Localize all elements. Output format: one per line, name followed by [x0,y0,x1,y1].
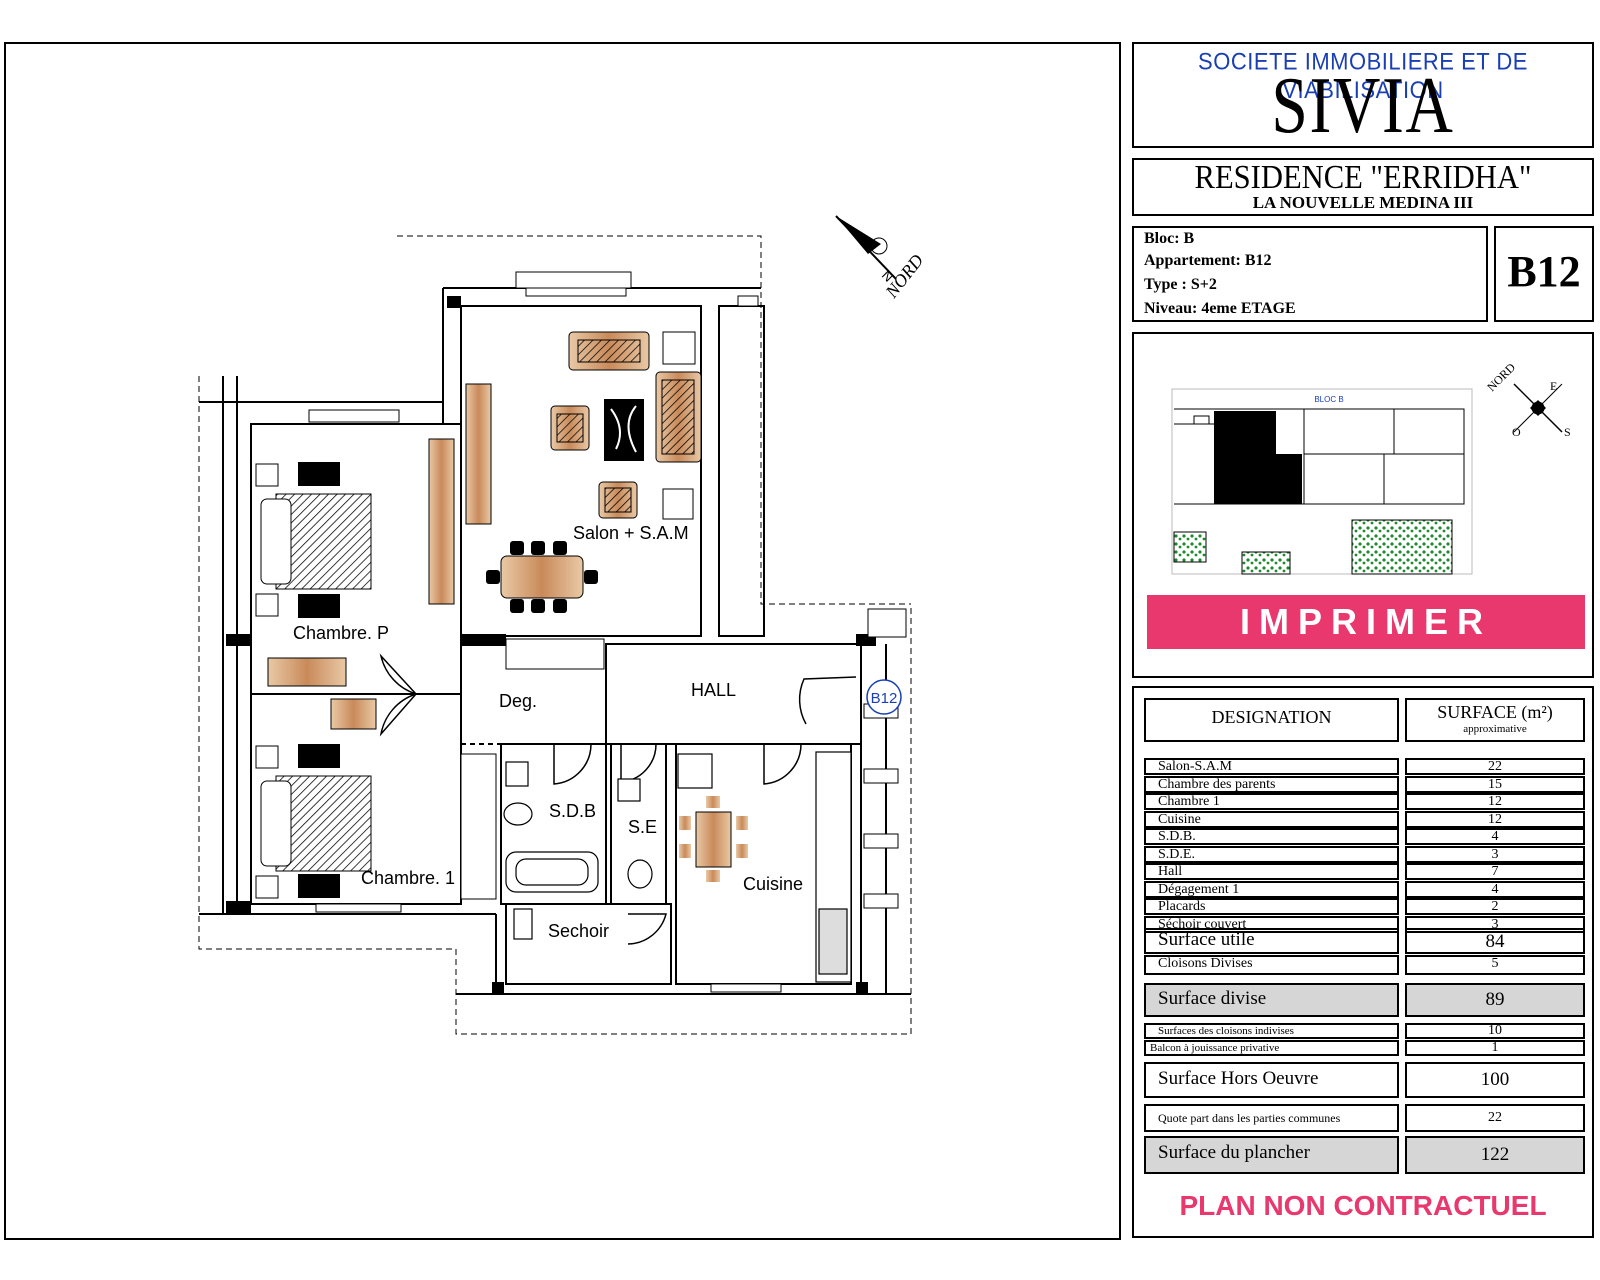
disclaimer: PLAN NON CONTRACTUEL [1179,1190,1547,1221]
surface-table-panel: DESIGNATION SURFACE (m²) approximative S… [1132,686,1594,1238]
room-label-salon: Salon + S.A.M [573,523,689,543]
bedroom-furniture [255,462,605,900]
header-designation: DESIGNATION [1144,698,1399,742]
north-compass: N NORD [835,215,927,302]
quote-part-value: 22 [1405,1104,1585,1132]
table-row-value: 4 [1405,880,1585,898]
print-button[interactable]: IMPRIMER [1147,595,1585,649]
room-label-chambre-p: Chambre. P [293,623,389,643]
compass-east: E [1550,379,1557,393]
table-row-label: Chambre 1 [1144,793,1399,810]
key-plan-label: BLOC B [1314,395,1343,404]
balcony-outline [198,235,912,1035]
key-plan-map: BLOC B NORD E O S [1171,360,1571,575]
table-row-label: Chambre des parents [1144,775,1399,793]
table-row-value: 12 [1405,810,1585,828]
surface-divise-value: 89 [1405,983,1585,1017]
sanitary-fixtures [503,751,852,983]
surface-utile-value: 84 [1405,928,1585,954]
hors-oeuvre-value: 100 [1405,1062,1585,1098]
room-label-chambre-1: Chambre. 1 [361,868,455,888]
residence-subtitle: LA NOUVELLE MEDINA III [1252,193,1474,212]
table-row-value: 3 [1405,915,1585,933]
table-row-label: Séchoir couvert [1144,915,1399,933]
info-type: Type : S+2 [1144,276,1217,293]
room-label-se: S.E [628,817,657,837]
table-row-label: S.D.B. [1144,828,1399,845]
balcon-value: 1 [1405,1040,1585,1056]
header-surface-cell: SURFACE (m²) approximative [1405,698,1585,742]
compass-west: O [1512,425,1521,439]
quote-part-label: Quote part dans les parties communes [1144,1104,1399,1132]
room-label-sechoir: Sechoir [548,921,609,941]
table-row-value: 22 [1405,758,1585,775]
cloisons-divises-value: 5 [1405,955,1585,975]
apartment-code: B12 [1507,247,1581,296]
table-row-label: Placards [1144,898,1399,915]
header-surface-note: approximative [1463,723,1527,735]
floor-plan-frame: N NORD Salon + S.A.M Chambre. P Chambre.… [4,42,1121,1240]
table-row-label: Cuisine [1144,810,1399,828]
info-niveau: Niveau: 4eme ETAGE [1144,300,1296,317]
room-label-sdb: S.D.B [549,801,596,821]
living-room-furniture [428,331,702,613]
table-row-value: 2 [1405,898,1585,915]
table-row-label: Salon-S.A.M [1144,758,1399,775]
table-row-value: 15 [1405,775,1585,793]
plancher-value: 122 [1405,1136,1585,1174]
info-bloc: Bloc: B [1144,230,1195,247]
compass-north: NORD [1484,360,1518,394]
table-row-label: Dégagement 1 [1144,880,1399,898]
apartment-code-box: B12 [1494,226,1594,322]
info-appartement: Appartement: B12 [1144,252,1272,269]
cloisons-indivises-value: 10 [1405,1023,1585,1039]
residence-header: RESIDENCE "ERRIDHA" LA NOUVELLE MEDINA I… [1132,158,1594,216]
room-label-cuisine: Cuisine [743,874,803,894]
residence-title: RESIDENCE "ERRIDHA" [1194,159,1532,196]
table-row-value: 7 [1405,863,1585,880]
company-name: SOCIETE IMMOBILIERE ET DE VIABILISATION [1198,47,1528,104]
cloisons-divises-label: Cloisons Divises [1144,955,1399,975]
table-row-label: S.D.E. [1144,845,1399,863]
table-row-value: 3 [1405,845,1585,863]
key-plan-compass: NORD E O S [1484,360,1570,439]
room-label-hall: HALL [691,680,736,700]
table-row-label: Hall [1144,863,1399,880]
table-row-value: 4 [1405,828,1585,845]
company-header: SOCIETE IMMOBILIERE ET DE VIABILISATION … [1132,42,1594,148]
key-plan-panel: BLOC B NORD E O S IMPRIMER [1132,332,1594,678]
hors-oeuvre-label: Surface Hors Oeuvre [1144,1062,1399,1098]
cloisons-indivises-label: Surfaces des cloisons indivises [1144,1023,1399,1039]
apartment-tag: B12 [866,679,902,715]
floor-plan: N NORD Salon + S.A.M Chambre. P Chambre.… [198,215,927,1035]
plancher-label: Surface du plancher [1144,1136,1399,1174]
doors [379,653,857,945]
brand-logo-text: SIVIA [1271,62,1455,150]
kitchen-table [679,796,748,882]
compass-south: S [1564,425,1571,439]
apartment-tag-label: B12 [871,690,898,707]
room-label-deg: Deg. [499,691,537,711]
surface-divise-label: Surface divise [1144,983,1399,1017]
header-surface: SURFACE (m²) [1437,702,1553,722]
balcon-label: Balcon à jouissance privative [1144,1040,1399,1056]
table-row-value: 12 [1405,793,1585,810]
surface-utile-label: Surface utile [1144,928,1399,954]
key-plan-highlight [1214,411,1276,504]
pillars [226,296,876,994]
apartment-info: Bloc: B Appartement: B12 Type : S+2 Nive… [1132,226,1488,322]
